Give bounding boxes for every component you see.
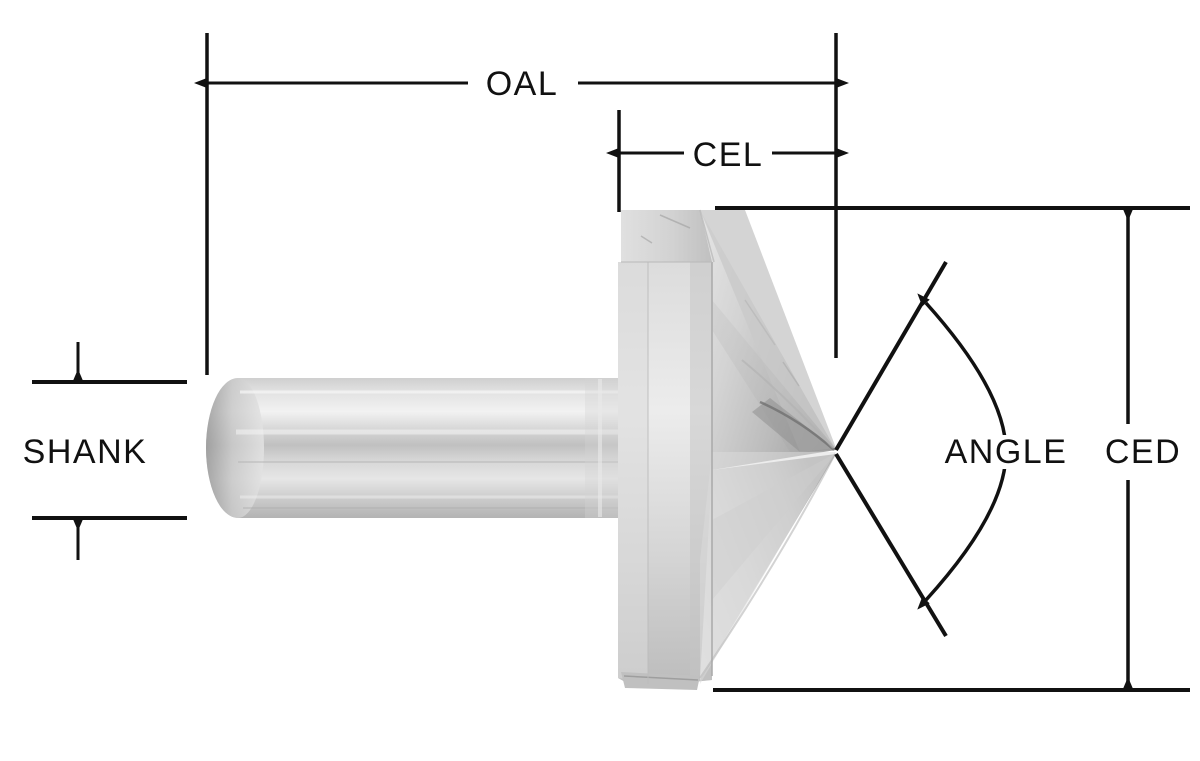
- shank-cylinder: [206, 378, 625, 518]
- ced-label: CED: [1096, 435, 1190, 469]
- oal-label: OAL: [477, 67, 567, 101]
- cel-dimension: [606, 110, 849, 212]
- shank-dimension: [32, 342, 187, 560]
- cutter-head: [618, 209, 836, 690]
- cel-label: CEL: [684, 138, 772, 172]
- angle-lower-leg: [834, 452, 948, 638]
- shank-label: SHANK: [14, 435, 156, 469]
- router-bit-illustration: [206, 209, 836, 690]
- angle-label: ANGLE: [936, 435, 1076, 469]
- oal-dimension: [194, 33, 849, 375]
- angle-arc-upper: [917, 293, 1008, 453]
- ced-dimension: [713, 206, 1190, 692]
- angle-arc-lower: [917, 451, 1008, 610]
- angle-upper-leg: [834, 260, 948, 452]
